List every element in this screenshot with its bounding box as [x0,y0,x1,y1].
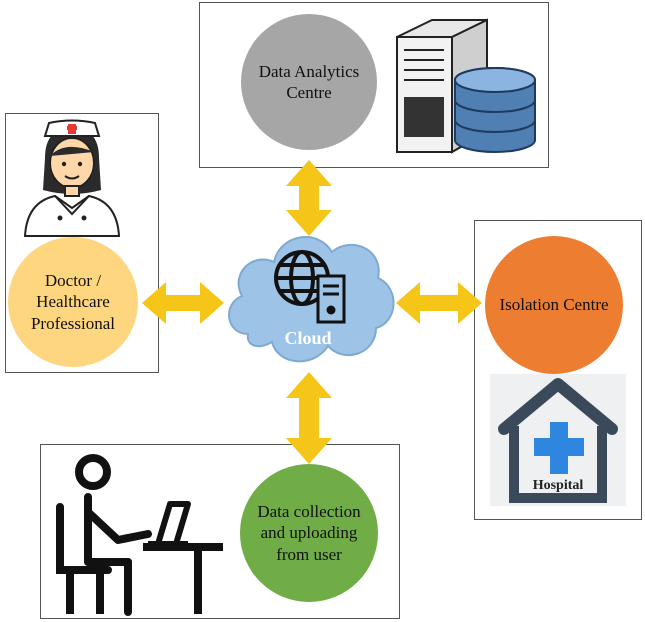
hospital-sign-label: Hospital [532,478,584,493]
data-collection-label: Data collection and uploading from user [257,502,361,564]
doctor-node: Doctor / Healthcare Professional [8,237,138,367]
data-collection-node: Data collection and uploading from user [240,464,378,602]
data-analytics-label: Data Analytics Centre [258,61,360,102]
arrow-cloud-doctor [142,282,224,324]
user-at-laptop-icon [56,454,223,616]
cloud-label: Cloud [284,328,332,348]
isolation-label: Isolation Centre [499,295,609,315]
arrow-cloud-isolation [396,282,482,324]
cloud-node [228,236,395,363]
isolation-node: Isolation Centre [485,236,623,374]
small-server-icon [316,274,346,324]
nurse-icon [23,119,121,237]
hospital-icon [498,378,618,503]
arrow-cloud-analytics [286,160,332,236]
doctor-label: Doctor / Healthcare Professional [30,271,116,333]
data-analytics-node: Data Analytics Centre [241,14,377,150]
globe-icon [274,250,330,306]
server-database-icon [396,18,536,154]
arrow-cloud-data-collection [286,372,332,464]
